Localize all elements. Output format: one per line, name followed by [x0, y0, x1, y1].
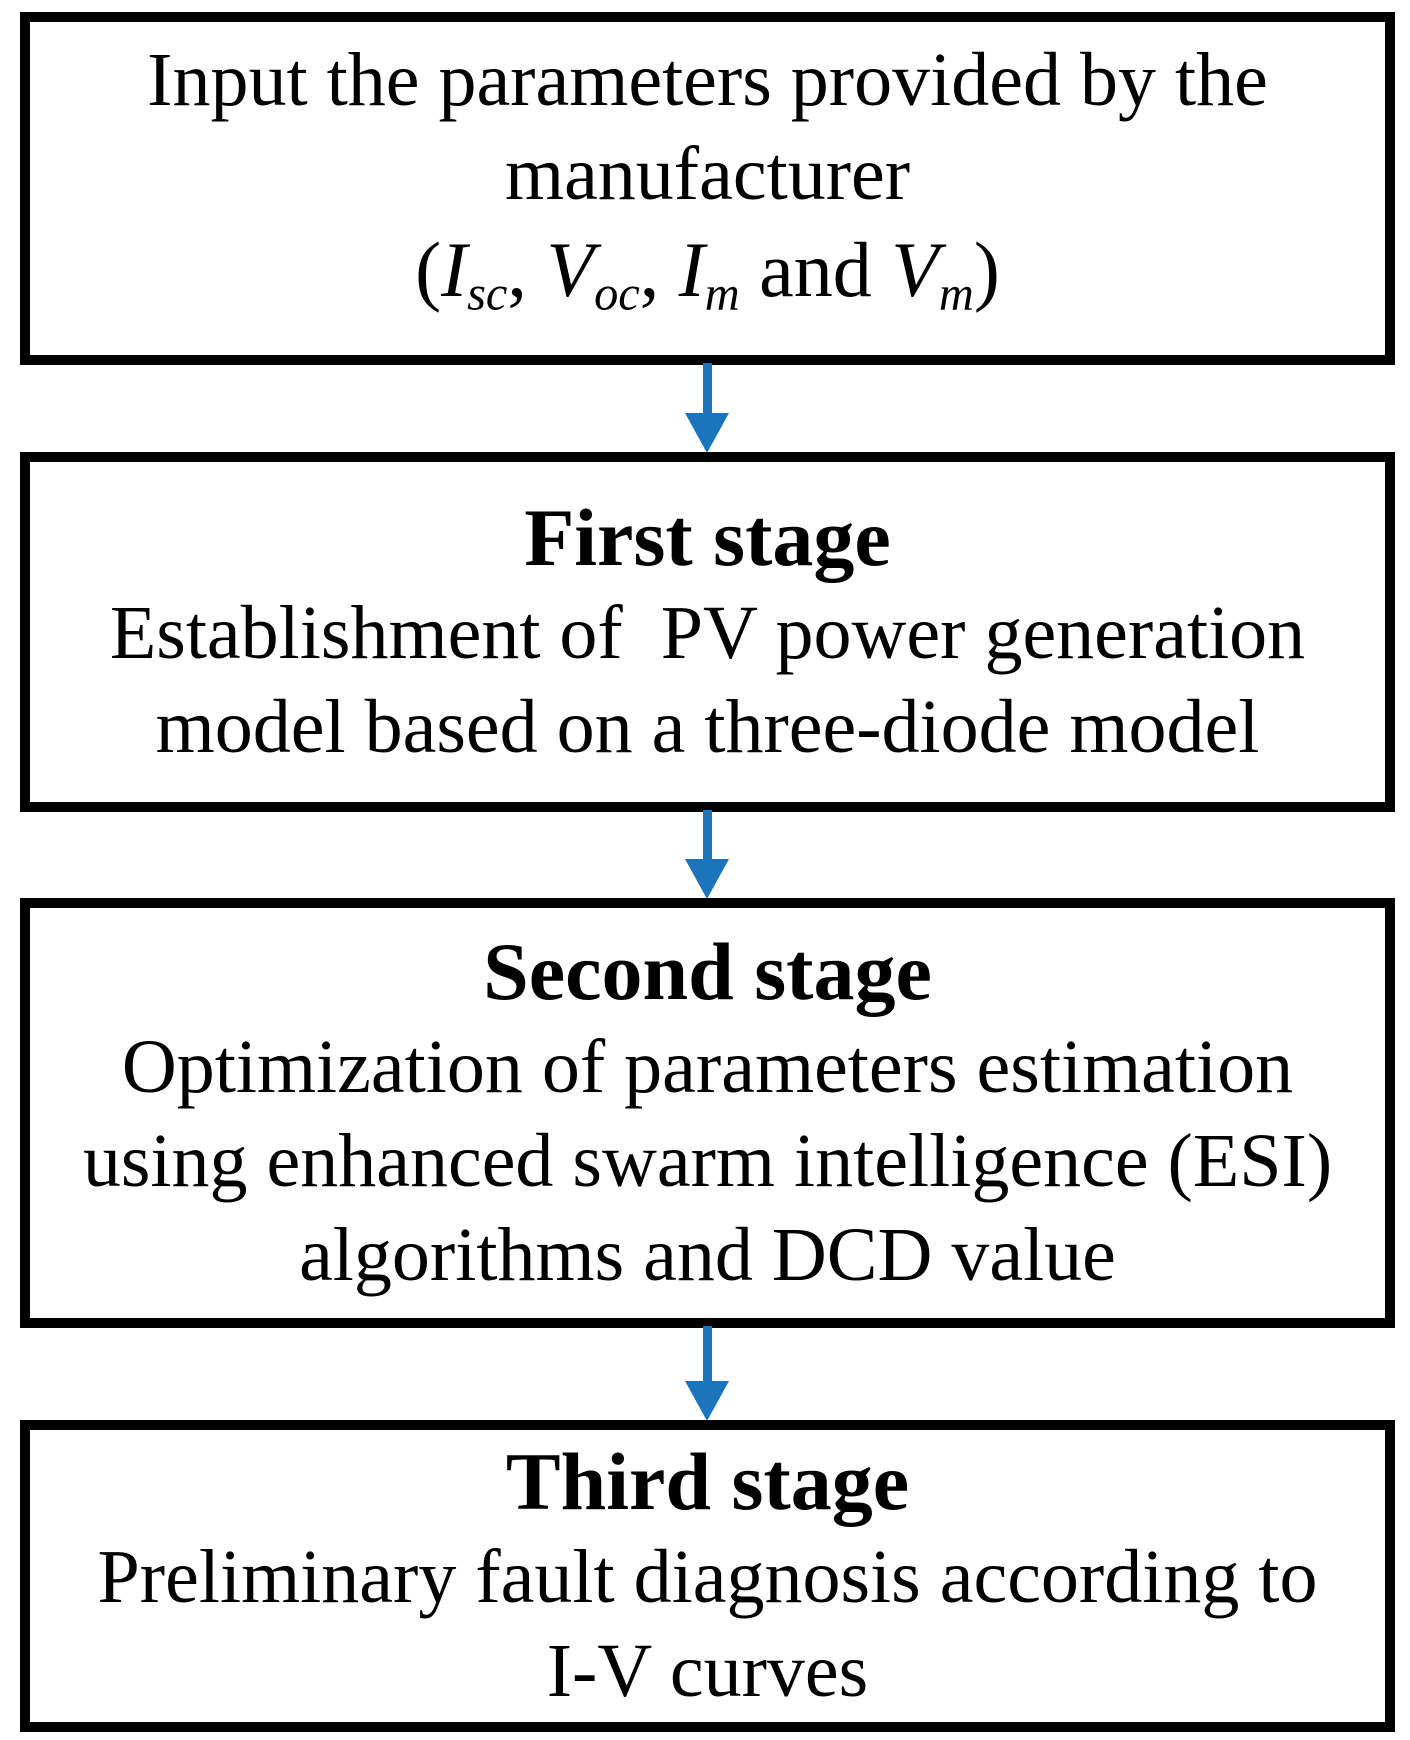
box-first-stage: First stage Establishment of PV power ge…	[20, 452, 1395, 812]
formula-var-im-subscript: m	[704, 267, 740, 321]
input-parameters-formula: (Isc, Voc, Im and Vm)	[415, 221, 1000, 344]
third-stage-line-1: Preliminary fault diagnosis according to	[97, 1535, 1318, 1619]
formula-separator-and: and	[739, 226, 892, 314]
formula-var-vm-base: V	[891, 226, 939, 314]
down-arrow-1-shaft	[702, 363, 712, 413]
down-arrow-2	[685, 810, 729, 899]
down-arrow-1	[685, 363, 729, 453]
formula-var-isc-subscript: sc	[467, 267, 508, 321]
formula-var-isc-base: I	[441, 226, 468, 314]
formula-var-vm-subscript: m	[938, 267, 974, 321]
third-stage-line-2: I-V curves	[546, 1629, 869, 1713]
down-arrow-2-shaft	[702, 810, 712, 859]
first-stage-title: First stage	[524, 492, 891, 583]
second-stage-line-2: using enhanced swarm intelligence (ESI)	[82, 1119, 1333, 1203]
down-arrow-2-head-icon	[685, 859, 729, 899]
first-stage-line-1: Establishment of PV power generation	[109, 591, 1306, 675]
down-arrow-1-head-icon	[685, 413, 729, 453]
box-second-stage: Second stage Optimization of parameters …	[20, 898, 1395, 1328]
formula-separator-2: ,	[639, 226, 679, 314]
formula-var-im-base: I	[678, 226, 705, 314]
input-parameters-line-2: manufacturer	[504, 132, 911, 217]
down-arrow-3	[685, 1326, 729, 1421]
second-stage-title: Second stage	[483, 926, 932, 1017]
formula-var-voc-subscript: oc	[594, 267, 640, 321]
second-stage-line-3: algorithms and DCD value	[299, 1213, 1116, 1297]
box-third-stage: Third stage Preliminary fault diagnosis …	[20, 1420, 1395, 1732]
formula-open-paren: (	[415, 226, 442, 314]
third-stage-title: Third stage	[505, 1436, 910, 1527]
second-stage-line-1: Optimization of parameters estimation	[121, 1025, 1294, 1109]
down-arrow-3-head-icon	[685, 1381, 729, 1421]
box-input-parameters: Input the parameters provided by the man…	[20, 12, 1395, 365]
formula-close-paren: )	[973, 226, 1000, 314]
input-parameters-line-1: Input the parameters provided by the	[147, 38, 1268, 123]
formula-separator-1: ,	[507, 226, 547, 314]
formula-var-voc-base: V	[546, 226, 595, 314]
down-arrow-3-shaft	[702, 1326, 712, 1381]
first-stage-line-2: model based on a three-diode model	[155, 685, 1260, 769]
